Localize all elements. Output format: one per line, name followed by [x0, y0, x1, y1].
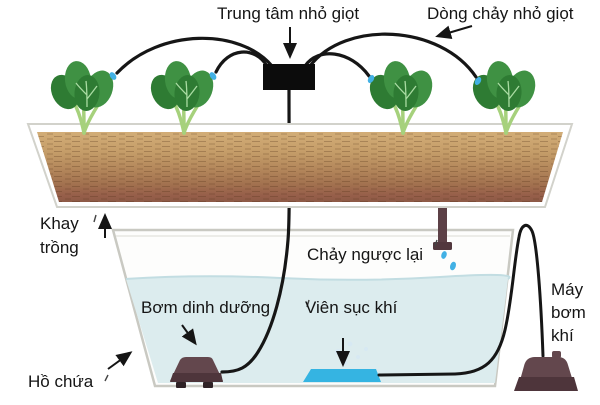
stray-mark [306, 299, 310, 308]
pump-foot [203, 382, 213, 388]
reservoir-water [126, 274, 510, 383]
drip-tube-1 [115, 36, 274, 75]
label-drip-flow: Dòng chảy nhỏ giọt [427, 4, 574, 23]
bubble [347, 341, 353, 347]
water-drop-icon [441, 251, 447, 259]
drain-pipe-flange [433, 242, 452, 250]
stray-mark [104, 374, 109, 382]
stray-mark [93, 214, 97, 223]
label-reservoir: Hồ chứa [28, 372, 94, 391]
water-drop-icon [367, 75, 375, 83]
nutrient-pump [170, 357, 223, 388]
label-backflow: Chảy ngược lại [307, 245, 424, 264]
stray-mark [434, 239, 438, 247]
air-pump-band [514, 377, 578, 391]
plant-2 [143, 57, 220, 135]
water-drop-icon [450, 261, 456, 271]
air-pump-nub [552, 351, 561, 358]
arrow-drip-flow [435, 25, 473, 40]
plant-3 [362, 57, 439, 135]
drip-center-box [263, 64, 315, 90]
water-drop-icon [474, 77, 482, 85]
air-tube [377, 223, 545, 377]
bubble [335, 349, 341, 355]
tray-soil-texture [37, 132, 563, 202]
arrow-nutrient-pump [181, 324, 197, 346]
drip-tube-2 [214, 50, 269, 74]
label-drip-center: Trung tâm nhỏ giọt [217, 4, 360, 23]
bubble [364, 347, 368, 351]
air-pump [514, 351, 578, 391]
drip-tube-3 [303, 52, 371, 78]
label-air-stone: Viên sục khí [305, 298, 398, 317]
arrow-reservoir [107, 351, 133, 370]
water-drop-icon [109, 72, 117, 80]
air-stone [303, 369, 381, 382]
plant-4 [465, 57, 542, 135]
bubble [356, 355, 360, 359]
water-drop-icon [209, 72, 217, 80]
label-nutrient-pump: Bơm dinh dưỡng [141, 298, 271, 317]
label-grow-tray: Khay trồng [40, 214, 79, 257]
drip-tube-4 [308, 32, 478, 79]
water-surface-line [125, 273, 511, 281]
plant-1 [43, 57, 120, 135]
nutrient-pump-band [170, 373, 223, 382]
pump-foot [176, 382, 186, 388]
drain-pipe [438, 203, 447, 244]
label-air-pump: Máy bơm khí [551, 280, 586, 345]
